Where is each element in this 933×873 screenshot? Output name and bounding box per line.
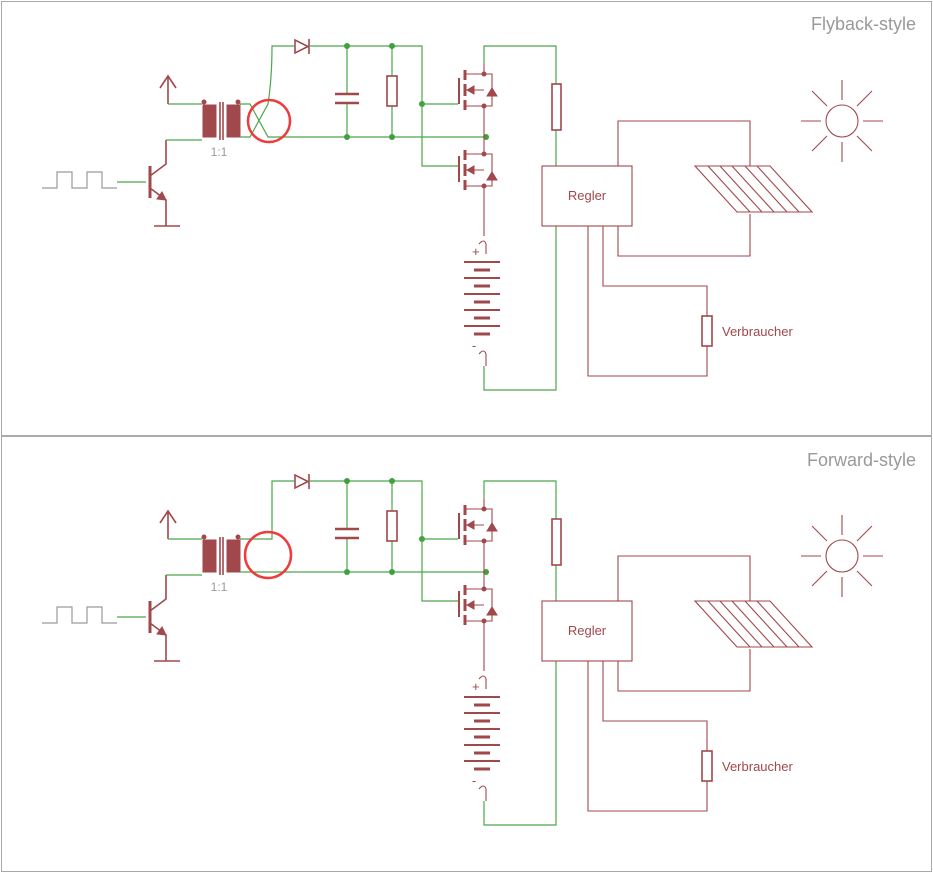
sun-icon <box>801 80 883 162</box>
highlight-circle <box>246 98 292 144</box>
fuse-icon <box>483 480 562 601</box>
diode-icon <box>294 38 310 55</box>
battery-icon <box>464 240 500 366</box>
battery-plus: + <box>472 244 480 259</box>
mosfet-icon <box>458 499 498 572</box>
load-resistor <box>701 750 713 782</box>
transformer-ratio: 1:1 <box>211 580 228 594</box>
battery-minus: - <box>472 773 476 788</box>
vcc-arrow-icon <box>159 509 177 539</box>
controller-box <box>541 600 633 662</box>
solar-panel-icon <box>693 165 814 213</box>
mosfet-icon <box>458 64 498 137</box>
controller-box <box>541 165 633 227</box>
highlight-circle <box>243 530 293 580</box>
pulse-signal <box>42 171 117 189</box>
controller-label: Regler <box>568 188 607 203</box>
transformer-ratio: 1:1 <box>211 145 228 159</box>
resistor-icon <box>386 481 398 572</box>
battery-plus: + <box>472 679 480 694</box>
transformer-icon <box>201 99 241 140</box>
capacitor-icon <box>335 46 359 137</box>
panel-frame <box>1 436 932 872</box>
panel-frame <box>1 1 932 436</box>
crossed-winding <box>240 45 294 138</box>
load-label: Verbraucher <box>722 324 793 339</box>
transistor-icon <box>117 140 180 227</box>
battery-icon <box>464 675 500 801</box>
panel-title: Flyback-style <box>811 14 916 34</box>
solar-panel-icon <box>693 600 814 648</box>
load-resistor <box>701 315 713 347</box>
capacitor-icon <box>335 481 359 572</box>
fuse-icon <box>483 45 562 166</box>
flyback-schematic: Flyback-style 1:1 <box>1 1 932 436</box>
transistor-icon <box>117 575 180 662</box>
panel-title: Forward-style <box>807 450 916 470</box>
battery-minus: - <box>472 338 476 353</box>
flyback-panel: Flyback-style 1:1 <box>0 0 933 436</box>
straight-winding <box>240 480 294 573</box>
diode-icon <box>294 473 310 490</box>
load-label: Verbraucher <box>722 759 793 774</box>
forward-schematic: Forward-style 1:1 <box>1 436 932 872</box>
forward-panel: Forward-style 1:1 <box>0 436 933 873</box>
pulse-signal <box>42 606 117 624</box>
transformer-icon <box>201 534 241 575</box>
controller-label: Regler <box>568 623 607 638</box>
mosfet-icon <box>458 572 498 671</box>
vcc-arrow-icon <box>159 74 177 104</box>
sun-icon <box>801 515 883 597</box>
resistor-icon <box>386 46 398 137</box>
mosfet-icon <box>458 137 498 236</box>
